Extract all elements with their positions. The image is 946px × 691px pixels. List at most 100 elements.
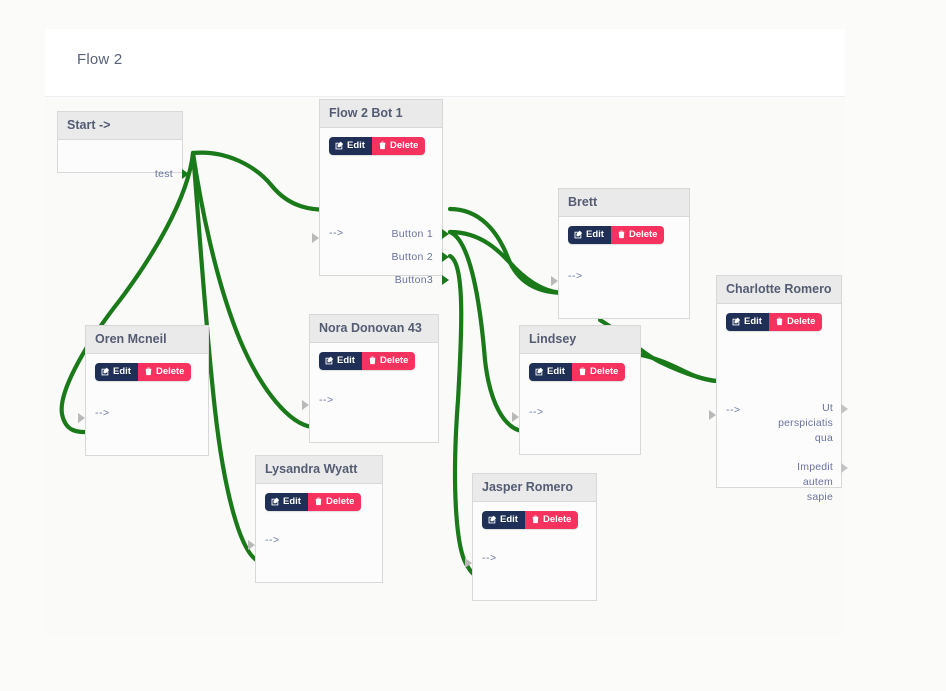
delete-button[interactable]: Delete [571, 363, 626, 381]
node-output-label: Button3 [394, 274, 433, 286]
node-text-line: Ut [822, 402, 833, 414]
node-action-buttons: Edit Delete [529, 363, 626, 381]
edit-button[interactable]: Edit [529, 363, 572, 381]
delete-button-label: Delete [325, 496, 355, 507]
pencil-square-icon [325, 356, 334, 365]
edit-button[interactable]: Edit [95, 363, 138, 381]
edit-button-label: Edit [547, 366, 565, 377]
node-body: Edit Delete --> [248, 484, 382, 583]
node-title: Jasper Romero [473, 474, 596, 502]
delete-button-label: Delete [155, 366, 185, 377]
edit-button[interactable]: Edit [568, 226, 611, 244]
edit-button-label: Edit [347, 140, 365, 151]
node-output-port[interactable] [841, 404, 848, 414]
node-input-port[interactable] [512, 412, 519, 422]
node-text-line: Impedit [797, 461, 833, 473]
edit-button-label: Edit [744, 316, 762, 327]
flow-node-nora[interactable]: Nora Donovan 43 Edit Delete --> [302, 314, 439, 443]
edit-button[interactable]: Edit [319, 352, 362, 370]
node-title: Charlotte Romero [717, 276, 841, 304]
trash-icon [776, 317, 783, 326]
node-text-line: perspiciatis [778, 417, 833, 429]
node-text-line: autem [802, 476, 833, 488]
delete-button-label: Delete [379, 355, 409, 366]
node-action-buttons: Edit Delete [265, 493, 362, 511]
node-body: test [58, 140, 189, 180]
node-output-port[interactable] [442, 252, 449, 262]
trash-icon [532, 515, 539, 524]
node-input-label: --> [568, 270, 583, 282]
pencil-square-icon [535, 367, 544, 376]
node-output-label: Button 2 [391, 251, 433, 263]
edit-button-label: Edit [586, 229, 604, 240]
delete-button-label: Delete [786, 316, 816, 327]
edit-button[interactable]: Edit [265, 493, 308, 511]
pencil-square-icon [488, 515, 497, 524]
node-input-port[interactable] [465, 558, 472, 568]
edit-button-label: Edit [500, 514, 518, 525]
delete-button[interactable]: Delete [307, 493, 362, 511]
node-output-port[interactable] [182, 169, 189, 179]
node-input-port[interactable] [312, 233, 319, 243]
edit-button[interactable]: Edit [482, 511, 525, 529]
node-input-port[interactable] [302, 400, 309, 410]
node-input-label: --> [265, 534, 280, 546]
node-title: Oren Mcneil [86, 326, 208, 354]
node-action-buttons: Edit Delete [568, 226, 665, 244]
node-input-label: --> [95, 407, 110, 419]
node-input-port[interactable] [78, 413, 85, 423]
node-input-port[interactable] [551, 276, 558, 286]
pencil-square-icon [732, 317, 741, 326]
node-input-label: --> [319, 394, 334, 406]
delete-button-label: Delete [628, 229, 658, 240]
edit-button[interactable]: Edit [329, 137, 372, 155]
node-title: Brett [559, 189, 689, 217]
node-action-buttons: Edit Delete [482, 511, 579, 529]
node-title: Start -> [58, 112, 182, 140]
pencil-square-icon [335, 141, 344, 150]
node-input-label: --> [529, 406, 544, 418]
trash-icon [618, 230, 625, 239]
trash-icon [145, 367, 152, 376]
delete-button-label: Delete [389, 140, 419, 151]
trash-icon [315, 497, 322, 506]
delete-button[interactable]: Delete [137, 363, 192, 381]
node-text-line: qua [814, 432, 833, 444]
trash-icon [369, 356, 376, 365]
node-output-port[interactable] [442, 275, 449, 285]
delete-button[interactable]: Delete [524, 511, 579, 529]
node-action-buttons: Edit Delete [95, 363, 192, 381]
delete-button[interactable]: Delete [361, 352, 416, 370]
node-input-port[interactable] [709, 410, 716, 420]
node-input-label: --> [726, 404, 741, 416]
node-action-buttons: Edit Delete [726, 313, 823, 331]
node-title: Nora Donovan 43 [310, 315, 438, 343]
flow-node-start[interactable]: Start ->test [57, 111, 189, 180]
trash-icon [379, 141, 386, 150]
delete-button[interactable]: Delete [768, 313, 823, 331]
node-output-port[interactable] [442, 229, 449, 239]
node-input-port[interactable] [248, 540, 255, 550]
edit-button-label: Edit [113, 366, 131, 377]
node-title: Flow 2 Bot 1 [320, 100, 442, 128]
edit-button[interactable]: Edit [726, 313, 769, 331]
flow-header-panel: Flow 2 [45, 29, 845, 97]
page-title: Flow 2 [77, 51, 123, 68]
node-body: Edit Delete --> [78, 354, 208, 456]
pencil-square-icon [574, 230, 583, 239]
edit-button-label: Edit [337, 355, 355, 366]
node-input-label: --> [329, 227, 344, 239]
delete-button[interactable]: Delete [371, 137, 426, 155]
node-output-port[interactable] [841, 463, 848, 473]
delete-button[interactable]: Delete [610, 226, 665, 244]
